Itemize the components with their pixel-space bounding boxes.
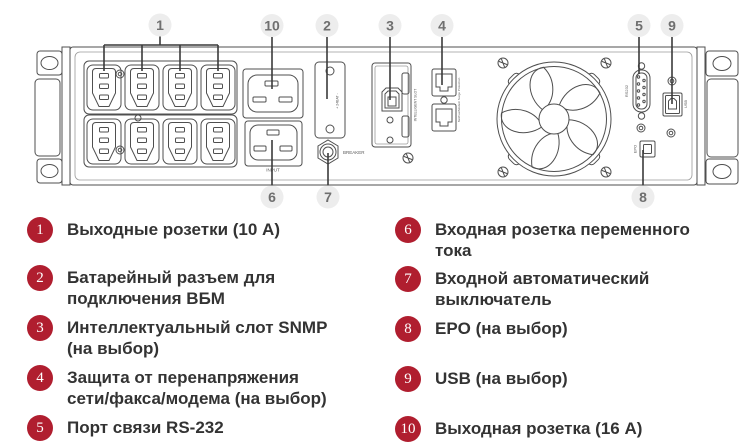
surge-protection-ports: Net/Fax/Modem Surge Protection: [431, 68, 461, 132]
legend-text-9: USB (на выбор): [435, 369, 568, 388]
surge-ports-label: Net/Fax/Modem Surge Protection: [457, 77, 461, 122]
callout-markers: 1 10 2 3 4 5 9 6 7 8: [148, 13, 684, 209]
input-breaker: BREAKER: [317, 139, 365, 165]
legend-badge-9: 9: [395, 366, 421, 392]
legend-text-1: Выходные розетки (10 А): [67, 220, 280, 239]
snmp-slot: INTELLIGENT SLOT: [371, 62, 418, 148]
breaker-label: BREAKER: [343, 150, 365, 155]
chassis: [69, 46, 698, 186]
callout-6: 6: [268, 189, 276, 205]
legend-badge-7: 7: [395, 266, 421, 292]
callout-1: 1: [156, 17, 164, 33]
legend-item-1: 1 Выходные розетки (10 А): [27, 217, 377, 243]
rs232-label: RS232: [624, 84, 629, 97]
legend-item-5: 5 Порт связи RS-232: [27, 415, 377, 441]
callout-7: 7: [324, 189, 332, 205]
battery-connector: + 24BAT -: [314, 61, 346, 139]
callout-8: 8: [639, 189, 647, 205]
input-label: INPUT: [266, 168, 280, 173]
legend-item-8: 8 EPO (на выбор): [395, 316, 745, 342]
output-outlet-c19: [242, 68, 304, 119]
legend-item-10: 10 Выходная розетка (16 А): [395, 416, 745, 442]
legend-text-10: Выходная розетка (16 А): [435, 419, 643, 438]
legend-left-column: 1 Выходные розетки (10 А) 2 Батарейный р…: [27, 217, 377, 441]
callout-2: 2: [323, 18, 331, 34]
legend-badge-5: 5: [27, 415, 53, 441]
legend-badge-4: 4: [27, 365, 53, 391]
epo-port: EPO: [633, 140, 656, 158]
legend-badge-2: 2: [27, 265, 53, 291]
legend-badge-10: 10: [395, 416, 421, 442]
legend-badge-3: 3: [27, 315, 53, 341]
callout-4: 4: [438, 18, 446, 34]
epo-label: EPO: [633, 145, 638, 153]
callout-5: 5: [635, 18, 643, 34]
legend-text-5: Порт связи RS-232: [67, 418, 224, 437]
callout-9: 9: [668, 18, 676, 34]
usb-label: USB: [683, 100, 688, 109]
output-outlets-c13: [83, 60, 238, 168]
legend-item-9: 9 USB (на выбор): [395, 366, 745, 392]
legend-badge-8: 8: [395, 316, 421, 342]
legend-text-3: Интеллектуальный слот SNMP(на выбор): [67, 318, 328, 358]
legend-badge-1: 1: [27, 217, 53, 243]
legend-text-8: EPO (на выбор): [435, 319, 568, 338]
callout-leader-lines: [103, 36, 673, 186]
legend-item-3: 3 Интеллектуальный слот SNMP(на выбор): [27, 315, 377, 359]
input-outlet-c19: INPUT: [244, 120, 303, 173]
rear-panel-diagram: INPUT + 24BAT - BREAKER INTEL: [34, 13, 739, 209]
right-rack-ear: [696, 46, 739, 186]
battery-label: + 24BAT -: [336, 92, 340, 108]
legend-badge-6: 6: [395, 217, 421, 243]
rs232-port: RS232: [624, 62, 651, 120]
intelligent-slot-label: INTELLIGENT SLOT: [414, 88, 418, 121]
callout-3: 3: [386, 18, 394, 34]
callout-10: 10: [264, 18, 280, 34]
left-rack-ear: [34, 46, 71, 186]
fan-icon: [496, 57, 612, 178]
